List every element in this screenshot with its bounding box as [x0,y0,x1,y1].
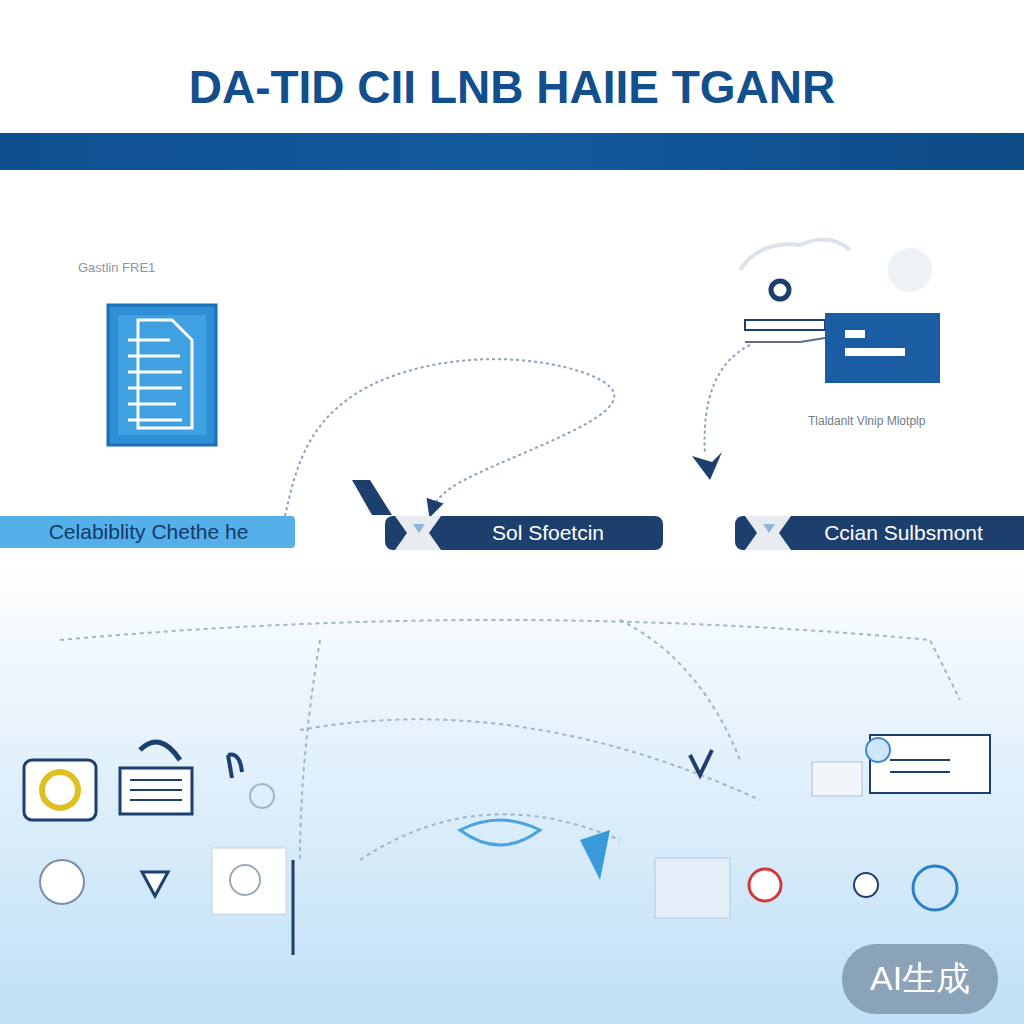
document-icon [108,305,216,445]
band-label: Sol Sfoetcin [385,516,663,550]
card-icon [692,240,940,480]
lower-ground [0,560,1024,1024]
header-bar [0,133,1024,170]
small-caption: Gastlin FRE1 [78,260,155,275]
band-text: Ccian Sulbsmont [824,521,983,545]
band-notch [395,516,445,550]
dashed-connector [285,359,614,516]
notch-mark [352,480,392,515]
lower-icons [24,735,990,955]
band-text: Celabiblity Chethe he [49,520,249,544]
band-text: Sol Sfoetcin [492,521,604,545]
diagram-title: DA-TID CII LNB HAIIE TGANR [0,60,1024,114]
band-label: Ccian Sulbsmont [735,516,1024,550]
watermark: AI生成 [842,944,998,1014]
lower-network [60,620,960,860]
small-caption: Tlaldanlt Vlnip Mlotplp [808,414,925,428]
band-notch [745,516,795,550]
band-label: Celabiblity Chethe he [0,516,295,548]
